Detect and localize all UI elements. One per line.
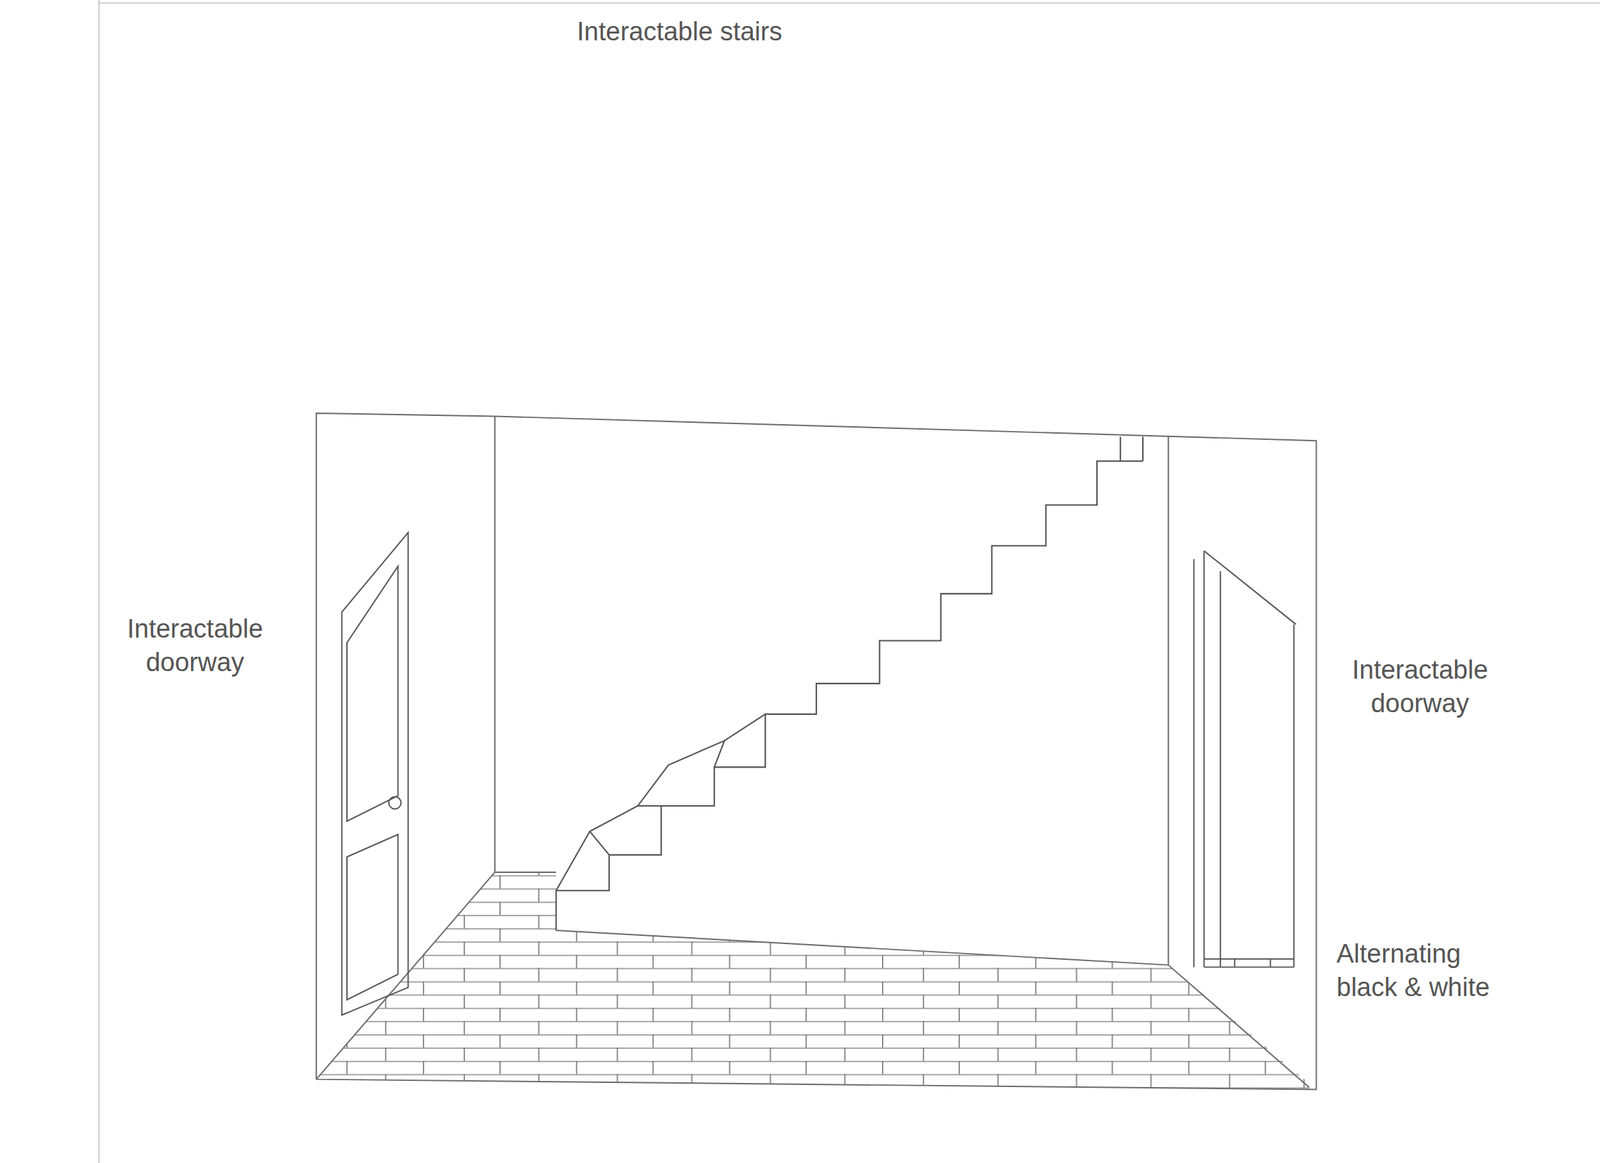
stairs <box>556 436 1143 931</box>
right-doorway <box>1194 550 1297 967</box>
door-note: Interactable doorway <box>109 612 281 681</box>
stairs-note: Interactable stairs <box>576 15 906 49</box>
floor <box>316 872 1310 1091</box>
floor-note: Alternating black & white <box>1336 937 1522 1006</box>
paper-edge <box>99 0 1600 1163</box>
room-outline <box>316 413 1316 1091</box>
left-door <box>342 532 409 1015</box>
door-note: Interactable doorway <box>1331 653 1509 722</box>
